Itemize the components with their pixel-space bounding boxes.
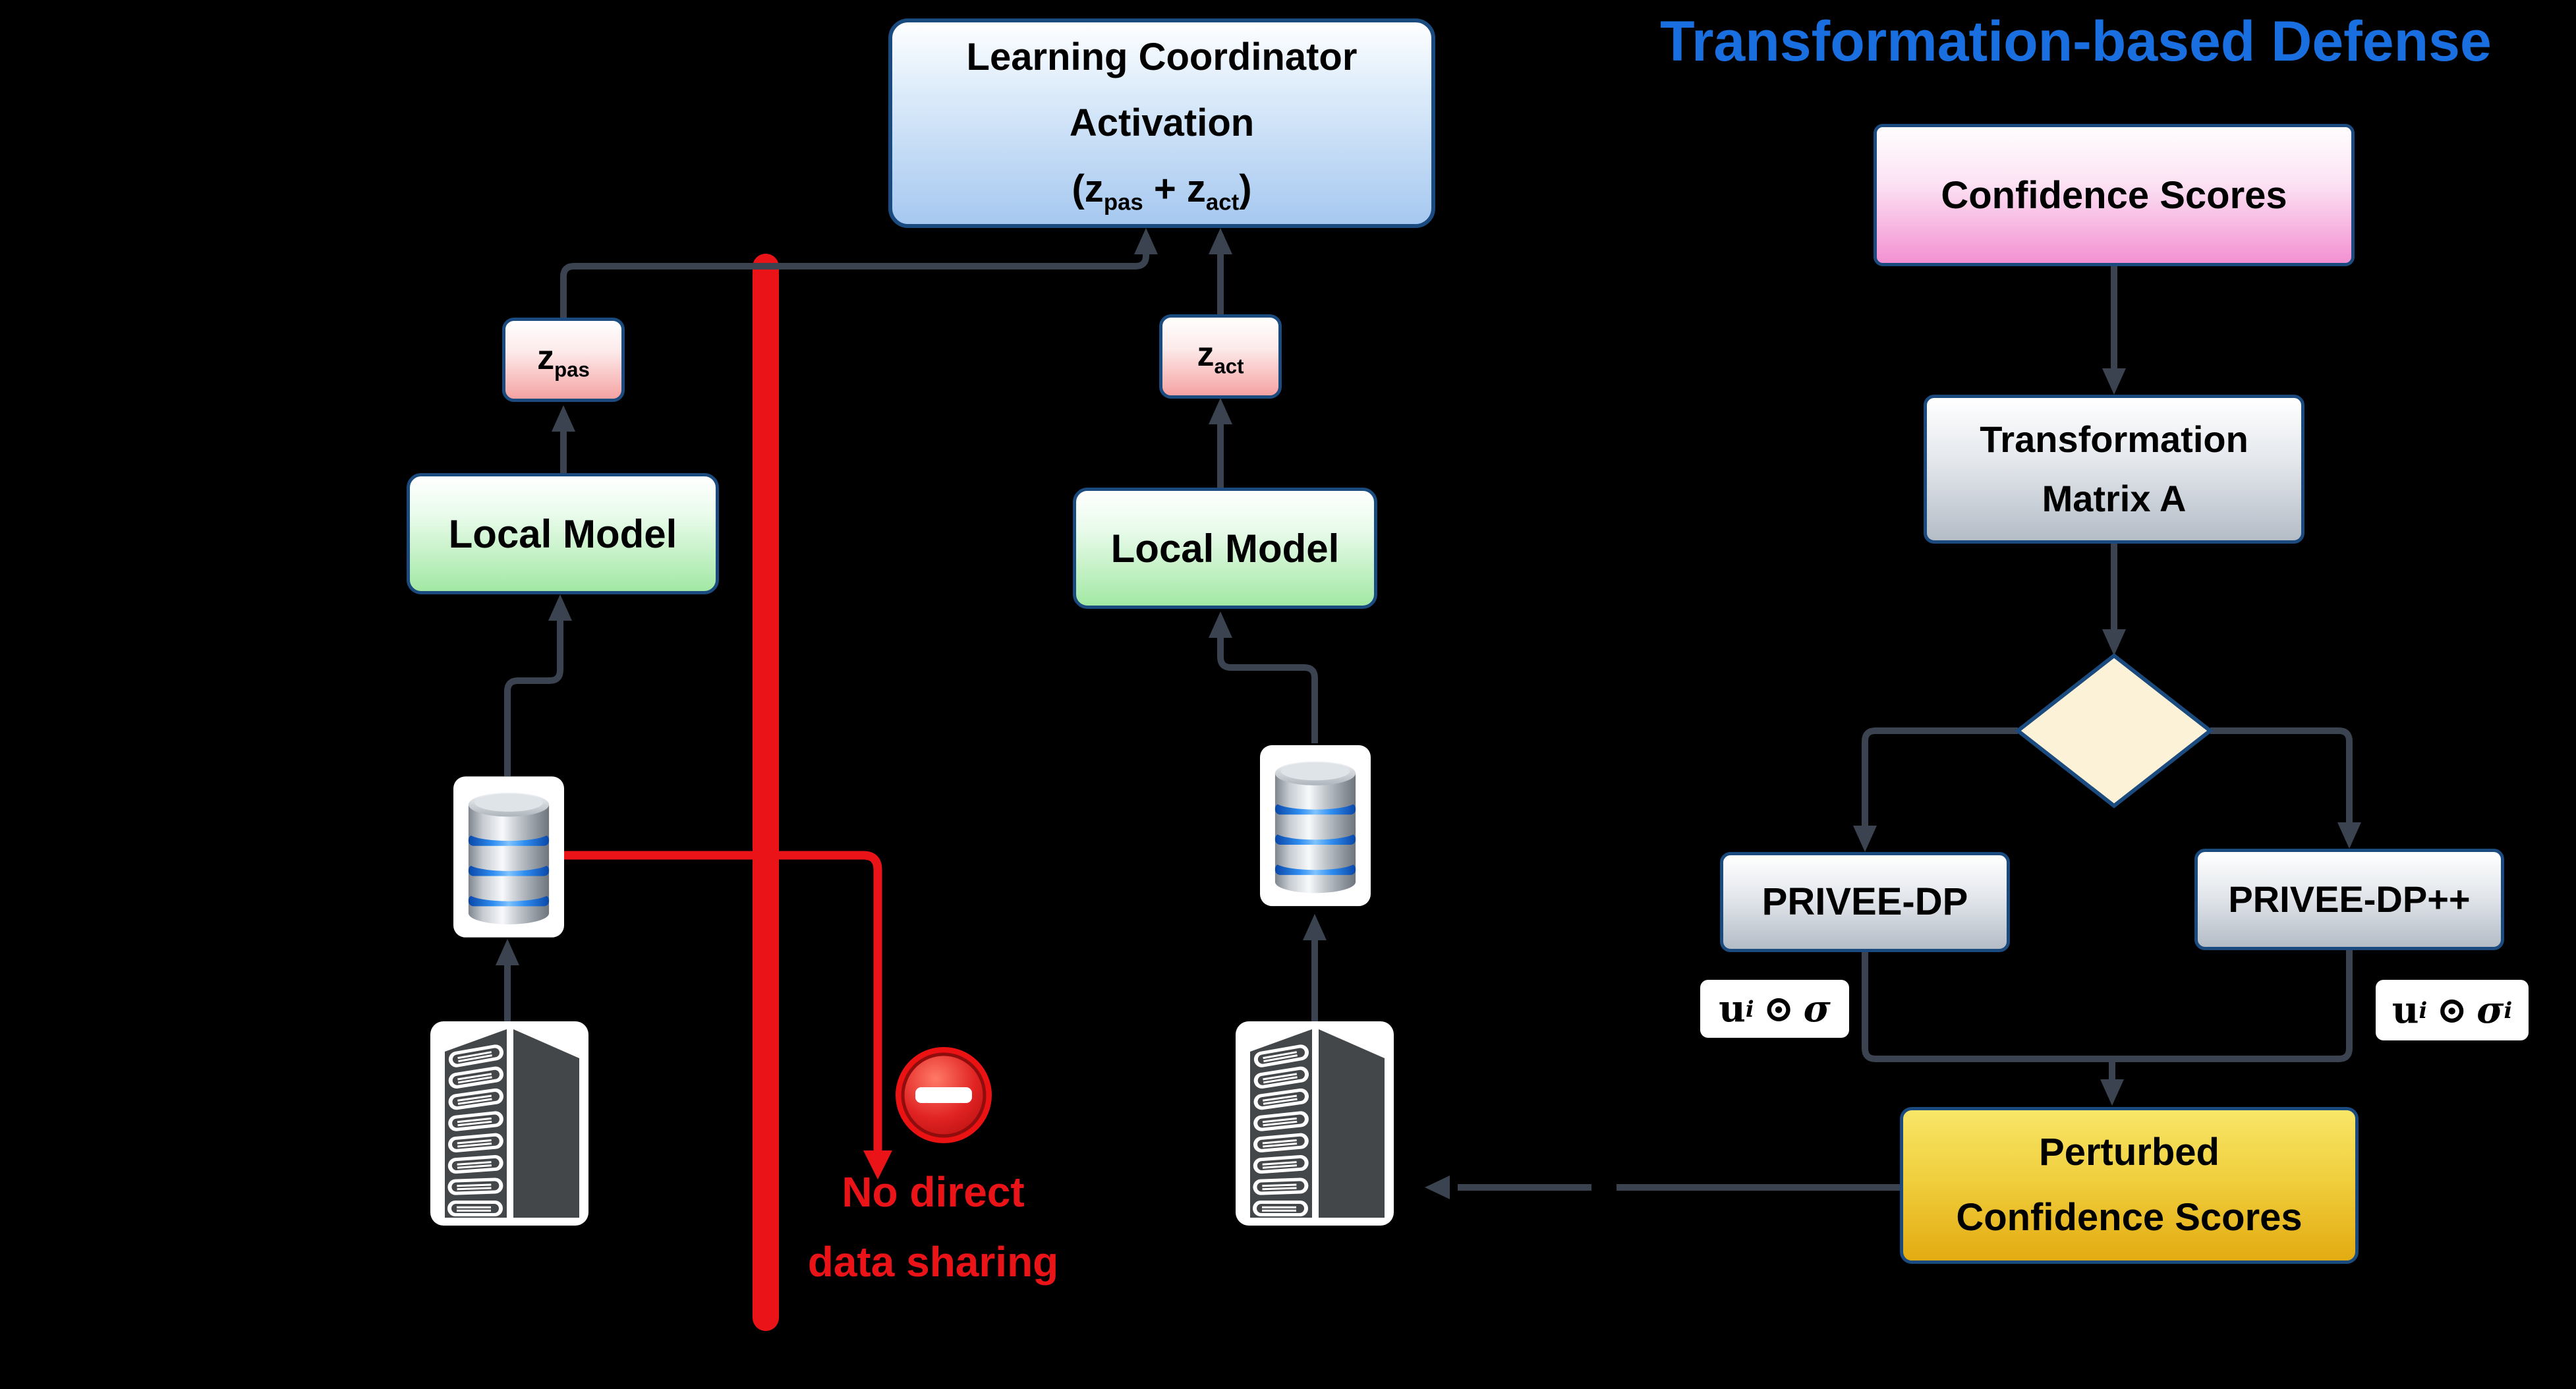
no-entry-icon: [894, 1046, 993, 1145]
local-model-mid-label: Local Model: [1110, 526, 1340, 571]
arrowhead-up: [496, 939, 519, 965]
arrowhead-up: [1209, 228, 1232, 254]
arrowhead-up: [1134, 228, 1158, 254]
page-title: Transformation-based Defense: [1660, 10, 2492, 73]
connector-privee-dp-pp-to-junction: [2112, 950, 2353, 1062]
arrowhead-up: [548, 594, 572, 621]
local-model-mid-box: Local Model: [1073, 488, 1377, 609]
database-icon: [453, 776, 564, 938]
transformation-line1: Transformation: [1980, 418, 2248, 461]
coordinator-line1: Learning Coordinator: [966, 36, 1358, 79]
z-act-label: zact: [1197, 335, 1244, 378]
z-act-box: zact: [1159, 314, 1282, 399]
coordinator-formula: (zpas + zact): [1072, 167, 1252, 215]
arrowhead-down: [2102, 629, 2126, 656]
server-icon: [1235, 1021, 1394, 1226]
privacy-barrier-bar: [753, 254, 779, 1331]
barrier-label-line1: No direct: [842, 1168, 1025, 1216]
perturbed-line2: Confidence Scores: [1956, 1196, 2303, 1239]
local-model-left-box: Local Model: [407, 473, 719, 594]
arrowhead-down: [2337, 822, 2361, 849]
transformation-matrix-box: Transformation Matrix A: [1924, 395, 2304, 544]
arrowhead-down: [2100, 1079, 2124, 1106]
connector-zpas-to-coordinator: [560, 235, 1149, 318]
privee-dp-box: PRIVEE-DP: [1720, 852, 2010, 952]
confidence-scores-box: Confidence Scores: [1874, 124, 2355, 266]
learning-coordinator-box: Learning Coordinator Activation (zpas + …: [888, 18, 1435, 228]
barrier-label-line2: data sharing: [807, 1238, 1059, 1286]
arrowhead-up: [552, 405, 575, 432]
arrowhead-left: [1425, 1176, 1450, 1199]
arrowhead-up: [1303, 914, 1327, 940]
connector-decision-to-privee-dp-pp: [2210, 727, 2353, 841]
privee-dp-pp-box: PRIVEE-DP++: [2194, 849, 2504, 950]
arrowhead-up: [1209, 611, 1232, 638]
decision-diamond: [2015, 653, 2214, 808]
perturbed-scores-box: Perturbed Confidence Scores: [1900, 1107, 2359, 1264]
arrowhead-down: [2102, 368, 2126, 395]
perturbed-line1: Perturbed: [2039, 1131, 2219, 1174]
z-pas-label: zpas: [537, 338, 590, 382]
server-icon: [430, 1021, 589, 1226]
arrowhead-up: [1209, 398, 1232, 424]
blocked-data-arrowhead: [863, 1150, 892, 1179]
blocked-data-path: [561, 851, 882, 1150]
connector-privee-dp-to-junction: [1862, 952, 2112, 1062]
arrowhead-down: [1853, 826, 1877, 852]
connector-db-mid-to-localmodel: [1217, 619, 1318, 743]
connector-db-left-to-localmodel: [504, 602, 563, 776]
coordinator-line2: Activation: [1069, 101, 1255, 144]
local-model-left-label: Local Model: [448, 511, 677, 556]
z-pas-box: zpas: [502, 318, 625, 402]
privee-dp-pp-label: PRIVEE-DP++: [2228, 878, 2471, 921]
arrowheads: [496, 228, 2361, 1199]
privee-dp-label: PRIVEE-DP: [1761, 880, 1968, 923]
confidence-scores-label: Confidence Scores: [1941, 173, 2287, 217]
transformation-line2: Matrix A: [2042, 478, 2187, 519]
connector-decision-to-privee-dp: [1862, 727, 2018, 844]
database-icon: [1260, 743, 1371, 908]
